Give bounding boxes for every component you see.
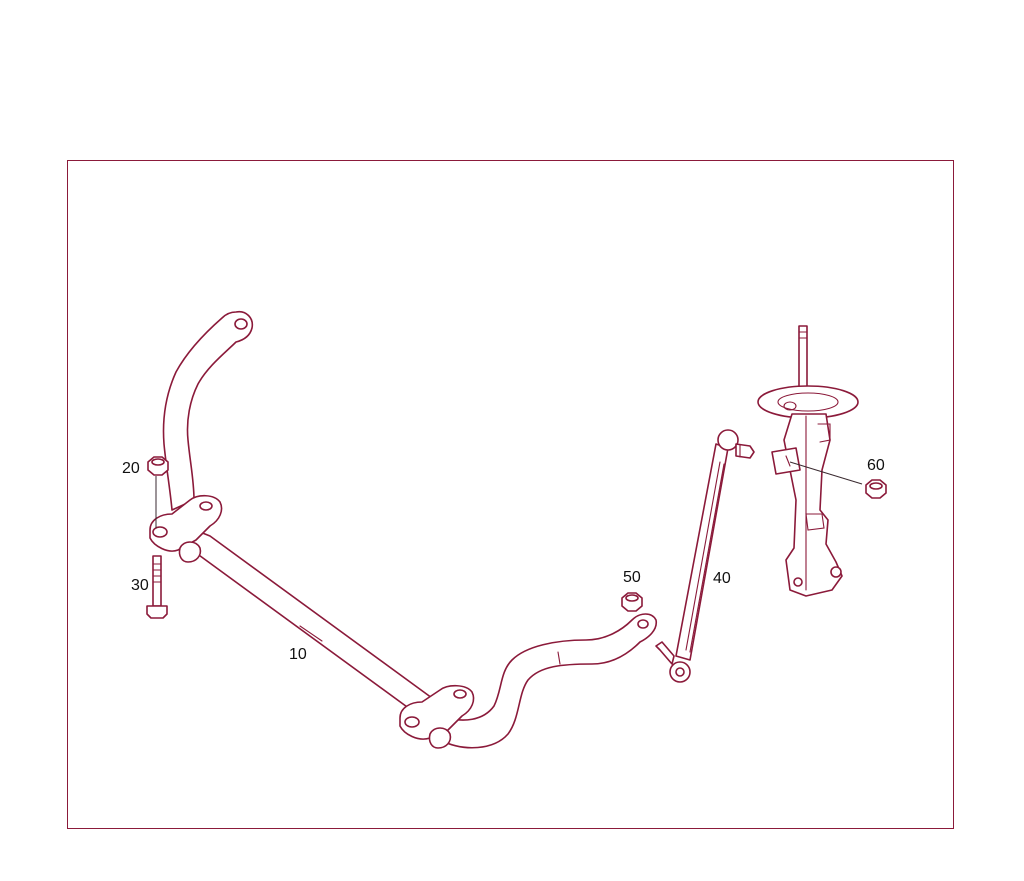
nut-60 (789, 461, 887, 499)
left-bracket-hole-2 (152, 526, 168, 538)
nut-50 (621, 592, 643, 612)
callout-50: 50 (623, 569, 641, 586)
callout-10: 10 (289, 646, 307, 663)
right-bracket-hole-1 (453, 689, 467, 699)
nut-20 (147, 456, 169, 528)
stabilizer-right-arm-eye (637, 619, 649, 629)
callout-40: 40 (713, 570, 731, 587)
strut-assembly (757, 325, 859, 597)
stabilizer-left-arm-eye (234, 318, 248, 330)
right-bushing-bracket (399, 684, 475, 740)
stabilizer-link-40 (655, 429, 755, 683)
bolt-30 (146, 555, 168, 619)
stabilizer-bar (149, 310, 658, 749)
stabilizer-right-marking (557, 651, 561, 665)
callout-60: 60 (867, 457, 885, 474)
right-bracket-hole-2 (404, 716, 420, 728)
left-bracket-hole-1 (199, 501, 213, 511)
stabilizer-main-bar (189, 527, 433, 713)
callout-30: 30 (131, 577, 149, 594)
diagram-frame (67, 160, 954, 829)
callout-20: 20 (122, 460, 140, 477)
stabilizer-marking (299, 625, 323, 642)
left-bushing (178, 541, 202, 563)
stabilizer-right-arm (439, 613, 658, 749)
leader-60 (789, 461, 863, 485)
stabilizer-left-arm (162, 310, 254, 511)
right-bushing (428, 727, 452, 749)
